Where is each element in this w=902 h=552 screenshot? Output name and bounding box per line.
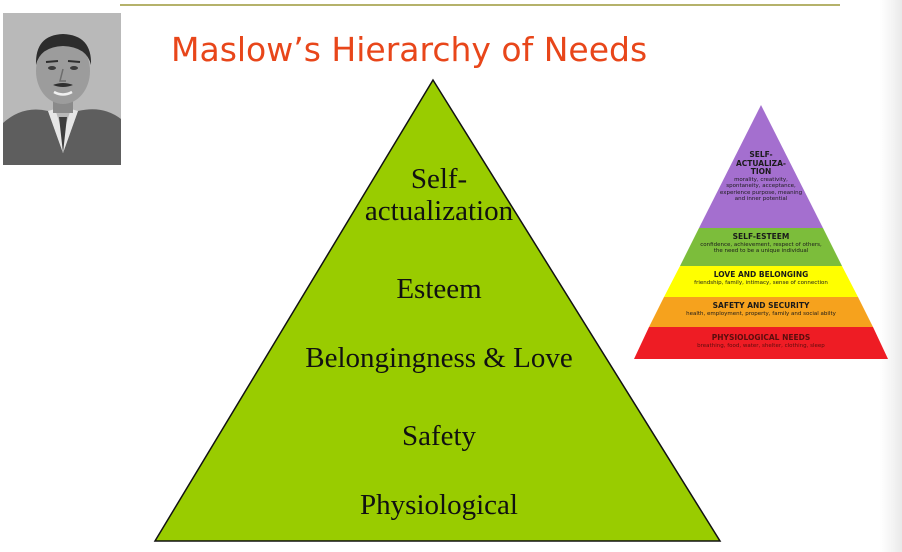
love-belonging-desc: friendship, family, intimacy, sense of c… <box>694 279 828 286</box>
level-safety: Safety <box>401 420 477 452</box>
physiological-desc: breathing, food, water, shelter, clothin… <box>697 342 825 349</box>
self-esteem-desc-1: confidence, achievement, respect of othe… <box>700 241 822 248</box>
physiological-heading: PHYSIOLOGICAL NEEDS <box>711 333 811 342</box>
physiological-block: PHYSIOLOGICAL NEEDS breathing, food, wat… <box>630 333 892 349</box>
love-belonging-block: LOVE AND BELONGING friendship, family, i… <box>630 270 892 286</box>
love-belonging-heading: LOVE AND BELONGING <box>713 270 809 279</box>
self-actualization-block: SELF- ACTUALIZA- TION morality, creativi… <box>630 150 892 202</box>
self-actualization-desc-4: and inner potential <box>734 195 788 202</box>
self-actualization-desc-2: spontaneity, acceptance, <box>726 183 796 190</box>
self-esteem-heading: SELF-ESTEEM <box>732 232 790 241</box>
level-belongingness-love: Belongingness & Love <box>305 342 573 374</box>
level-self-actualization-line2: actualization <box>364 195 514 228</box>
self-actualization-desc-1: morality, creativity, <box>734 176 788 183</box>
safety-security-desc: health, employment, property, family and… <box>686 310 836 317</box>
self-actualization-heading-3: TION <box>750 167 772 177</box>
self-esteem-block: SELF-ESTEEM confidence, achievement, res… <box>630 232 892 254</box>
title-divider <box>120 4 840 6</box>
main-pyramid-triangle <box>153 78 722 542</box>
level-self-actualization: Self- actualization <box>289 163 589 228</box>
colored-needs-pyramid: SELF- ACTUALIZA- TION morality, creativi… <box>630 105 892 363</box>
slide-edge-shadow <box>880 0 902 552</box>
level-esteem: Esteem <box>396 273 482 305</box>
self-actualization-heading-2: ACTUALIZA- <box>735 158 786 168</box>
band-love-belonging <box>664 266 858 297</box>
slide-title: Maslow’s Hierarchy of Needs <box>171 30 648 69</box>
self-actualization-heading-1: SELF- <box>749 150 773 159</box>
safety-security-heading: SAFETY AND SECURITY <box>712 301 810 310</box>
photo-portrait-icon <box>3 13 121 165</box>
band-self-esteem <box>680 228 842 266</box>
safety-security-block: SAFETY AND SECURITY health, employment, … <box>630 301 892 317</box>
band-safety-security <box>649 297 873 327</box>
self-actualization-desc-3: experience purpose, meaning <box>719 189 803 196</box>
colored-needs-pyramid-shape <box>634 105 888 359</box>
level-self-actualization-line1: Self- <box>410 163 468 195</box>
self-esteem-desc-2: the need to be a unique individual <box>713 247 809 254</box>
level-physiological: Physiological <box>360 489 518 521</box>
band-physiological <box>634 327 888 359</box>
band-self-actualization <box>699 105 823 228</box>
